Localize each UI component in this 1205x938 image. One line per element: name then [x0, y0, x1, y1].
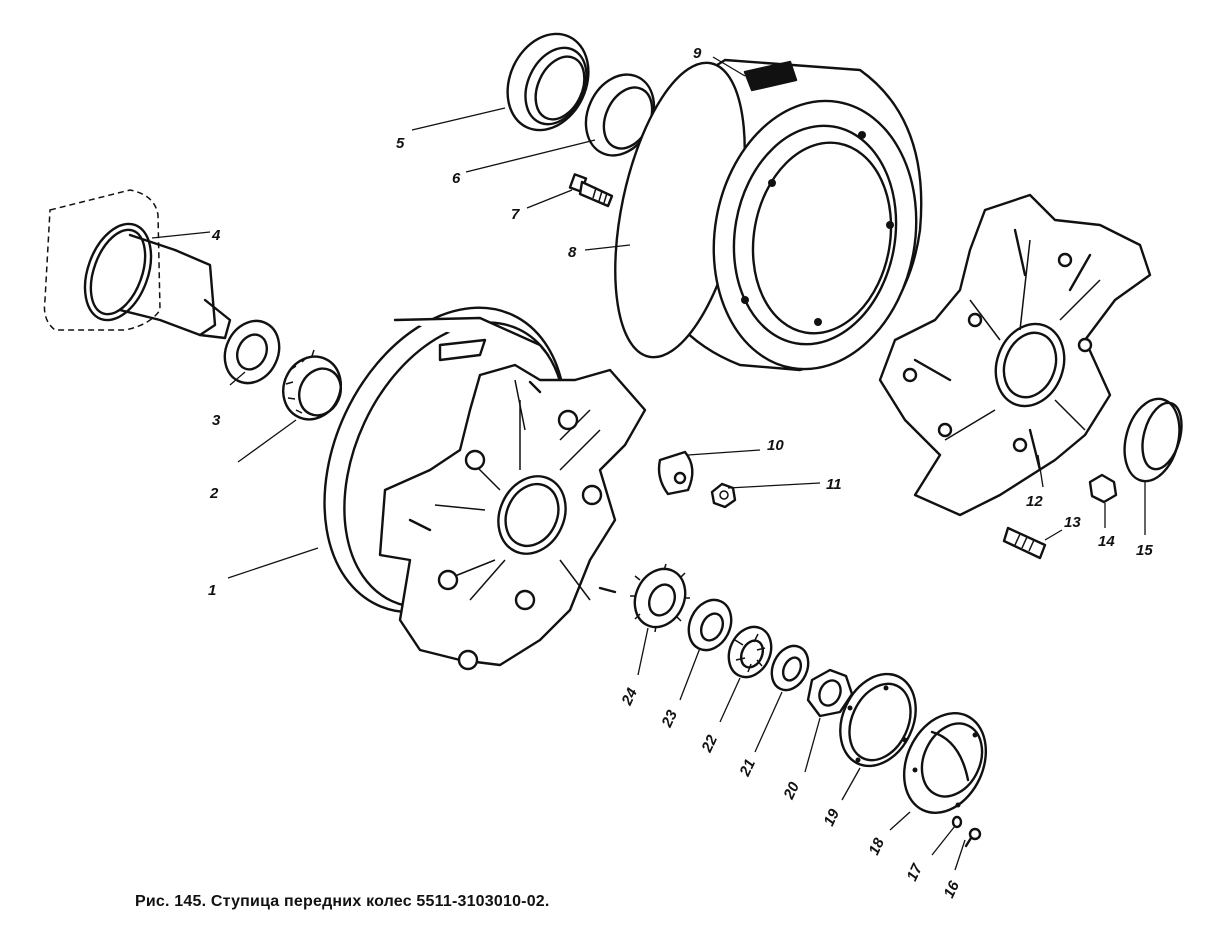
label-17: 17: [904, 861, 927, 884]
label-4: 4: [211, 227, 221, 244]
part-15-sleeve: [1123, 397, 1183, 483]
part-21-washer: [770, 644, 810, 692]
part-16-screw: [964, 827, 982, 848]
label-23: 23: [658, 707, 681, 731]
label-14: 14: [1098, 533, 1115, 550]
label-16: 16: [941, 878, 964, 901]
label-21: 21: [736, 757, 759, 780]
label-22: 22: [698, 732, 721, 756]
part-22-lock-washer: [727, 625, 773, 679]
label-18: 18: [866, 835, 889, 858]
label-3: 3: [212, 412, 221, 429]
part-3-washer: [223, 319, 281, 385]
part-20-nut: [806, 668, 854, 718]
label-1: 1: [208, 582, 216, 599]
part-10-lock-plate: [657, 450, 694, 496]
part-19-gasket: [839, 672, 917, 768]
label-13: 13: [1064, 514, 1081, 531]
part-7-bolt: [568, 173, 614, 208]
part-24-nut: [630, 563, 690, 633]
part-9-drum-marker: [743, 60, 798, 92]
part-17-washer: [951, 815, 963, 829]
part-23-lock-ring: [687, 598, 733, 652]
label-5: 5: [396, 135, 405, 152]
part-11-nut: [710, 482, 737, 509]
label-10: 10: [767, 437, 784, 454]
label-12: 12: [1026, 493, 1043, 510]
part-labels: 1 2 3 4 5 6 7 8 9 10 11 12 13 14 15 16 1…: [208, 45, 1153, 901]
figure-caption: Рис. 145. Ступица передних колес 5511-31…: [135, 893, 550, 910]
callout-lines: [151, 56, 1146, 871]
label-2: 2: [209, 485, 219, 502]
label-8: 8: [568, 244, 577, 261]
label-11: 11: [826, 476, 842, 493]
part-8-brake-drum: [614, 58, 923, 372]
part-2-bearing: [282, 349, 342, 421]
label-6: 6: [452, 170, 461, 187]
part-13-stud: [1002, 526, 1047, 560]
label-20: 20: [780, 779, 803, 803]
part-5-oil-seal: [506, 32, 590, 132]
part-1-hub-assembly: [323, 306, 647, 671]
part-18-hub-cap: [902, 712, 988, 814]
label-9: 9: [693, 45, 702, 62]
label-24: 24: [618, 685, 641, 709]
part-12-hub: [878, 193, 1152, 517]
part-4-spindle: [43, 189, 232, 340]
label-7: 7: [511, 206, 520, 223]
part-14-nut: [1088, 473, 1118, 504]
label-15: 15: [1136, 542, 1153, 559]
label-19: 19: [821, 806, 844, 829]
